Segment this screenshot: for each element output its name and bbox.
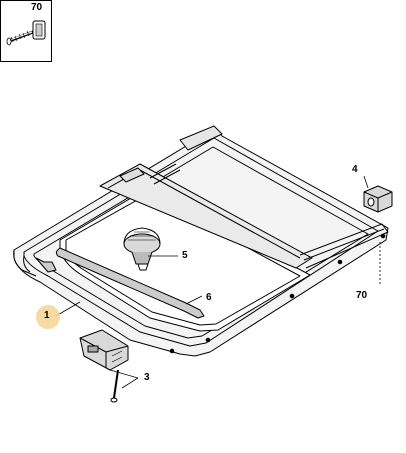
drive-motor xyxy=(79,329,129,371)
highlight-marker xyxy=(36,305,60,329)
callout-1: 1 xyxy=(44,310,50,321)
callout-5: 5 xyxy=(182,250,188,261)
callout-70: 70 xyxy=(356,290,368,301)
screw xyxy=(110,369,119,403)
callout-4: 4 xyxy=(352,164,358,175)
inset-part-number: 70 xyxy=(31,2,43,13)
callout-3: 3 xyxy=(144,372,150,383)
sunroof-frame xyxy=(13,125,389,357)
callout-6: 6 xyxy=(206,292,212,303)
bolt-with-clip-icon xyxy=(6,20,46,46)
handle-knob xyxy=(123,227,161,271)
bushing xyxy=(363,185,393,213)
leader-lines xyxy=(55,175,381,389)
inset-detail-box: 70 xyxy=(0,0,52,62)
seal-strip xyxy=(55,247,205,319)
